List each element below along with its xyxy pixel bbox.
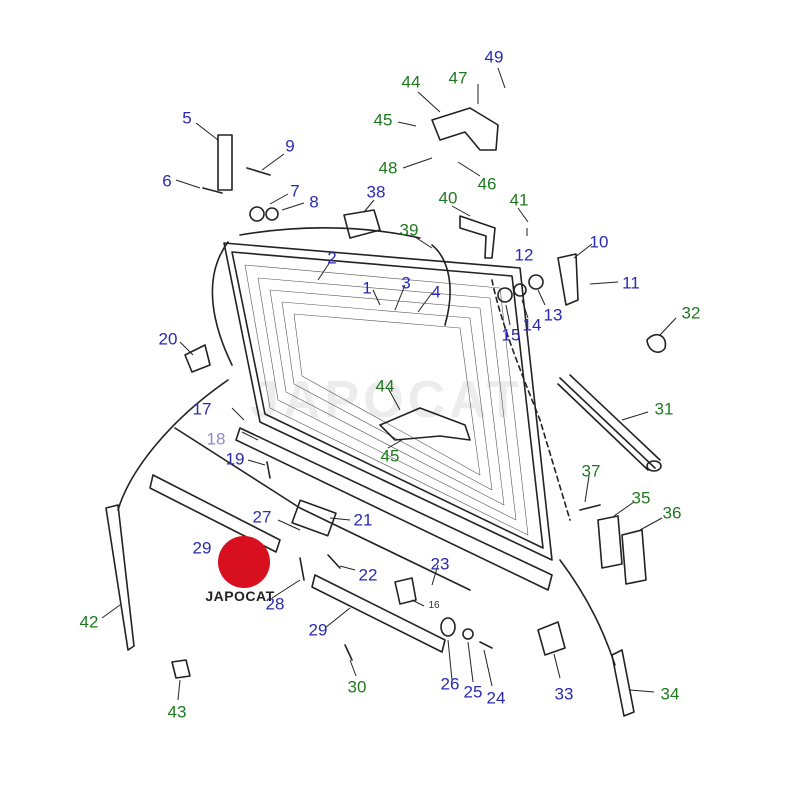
callout-29-lower: 29 <box>308 620 328 640</box>
gas-strut <box>559 377 656 469</box>
bracket-5 <box>217 134 233 191</box>
callout-22: 22 <box>358 565 378 585</box>
callout-1: 1 <box>362 278 372 298</box>
door-frame-outer <box>223 242 553 561</box>
latch-rod <box>174 427 471 591</box>
hinge-top <box>431 107 499 151</box>
callout-48: 48 <box>378 158 398 178</box>
callout-21: 21 <box>353 510 373 530</box>
callout-39: 39 <box>399 220 419 240</box>
dash-right <box>491 279 571 521</box>
door-glass <box>244 264 529 536</box>
callout-17: 17 <box>192 399 212 419</box>
cable-left <box>211 241 233 366</box>
callout-31: 31 <box>654 399 674 419</box>
arc-bottom-right <box>559 559 616 666</box>
bottom-seal-rail <box>235 427 553 591</box>
callout-36: 36 <box>662 503 682 523</box>
callout-19: 19 <box>225 449 245 469</box>
callout-2: 2 <box>327 248 337 268</box>
callout-47: 47 <box>448 68 468 88</box>
hose <box>431 244 451 326</box>
callout-16: 16 <box>428 600 440 611</box>
callout-13: 13 <box>543 305 563 325</box>
callout-4: 4 <box>431 282 441 302</box>
callout-7: 7 <box>290 181 300 201</box>
callout-34: 34 <box>660 684 680 704</box>
callout-8: 8 <box>309 192 319 212</box>
callout-25: 25 <box>463 682 483 702</box>
bracket-top <box>459 215 496 259</box>
clip-43 <box>171 659 191 679</box>
callout-10: 10 <box>589 232 609 252</box>
lower-trim <box>611 649 635 717</box>
hinge-center <box>379 407 471 441</box>
callout-15: 15 <box>501 325 521 345</box>
callout-44-top: 44 <box>401 72 421 92</box>
callout-49: 49 <box>484 47 504 67</box>
callout-45-top: 45 <box>373 110 393 130</box>
callout-41: 41 <box>509 190 529 210</box>
callout-35: 35 <box>631 488 651 508</box>
callout-30: 30 <box>347 677 367 697</box>
callout-6: 6 <box>162 171 172 191</box>
hinge-right <box>557 253 579 306</box>
callout-40: 40 <box>438 188 458 208</box>
callout-18: 18 <box>206 429 226 449</box>
plate-36 <box>621 529 647 585</box>
clip-20 <box>184 344 211 373</box>
callout-27: 27 <box>252 507 272 527</box>
callout-45-center: 45 <box>380 446 400 466</box>
callout-43: 43 <box>167 702 187 722</box>
bracket-33 <box>537 621 566 656</box>
arc-top <box>239 227 421 239</box>
side-strip <box>105 504 135 651</box>
arc-left-long <box>117 379 229 511</box>
callout-33: 33 <box>554 684 574 704</box>
pad <box>343 209 381 239</box>
callout-29-upper: 29 <box>192 538 212 558</box>
callout-46: 46 <box>477 174 497 194</box>
logo-text: JAPOCAT <box>205 588 275 604</box>
callout-26: 26 <box>440 674 460 694</box>
watermark: JAPOCAT <box>250 371 523 429</box>
trim-upper <box>149 474 281 553</box>
trim-lower <box>311 574 446 653</box>
leader-lines <box>101 67 677 701</box>
logo-emblem <box>218 536 270 588</box>
callout-5: 5 <box>182 108 192 128</box>
callout-23: 23 <box>430 554 450 574</box>
plate-35 <box>597 515 623 569</box>
japocat-logo: JAPOCAT <box>198 536 282 616</box>
callout-37: 37 <box>581 461 601 481</box>
callout-3: 3 <box>401 273 411 293</box>
callout-44-center: 44 <box>375 376 395 396</box>
callout-38: 38 <box>366 182 386 202</box>
callout-42: 42 <box>79 612 99 632</box>
callout-32: 32 <box>681 303 701 323</box>
callout-24: 24 <box>486 688 506 708</box>
callout-12: 12 <box>514 245 534 265</box>
callout-9: 9 <box>285 136 295 156</box>
callout-20: 20 <box>158 329 178 349</box>
door-frame-inner <box>231 251 544 549</box>
callout-28: 28 <box>265 594 285 614</box>
callout-14: 14 <box>522 315 542 335</box>
callout-11: 11 <box>622 273 640 293</box>
